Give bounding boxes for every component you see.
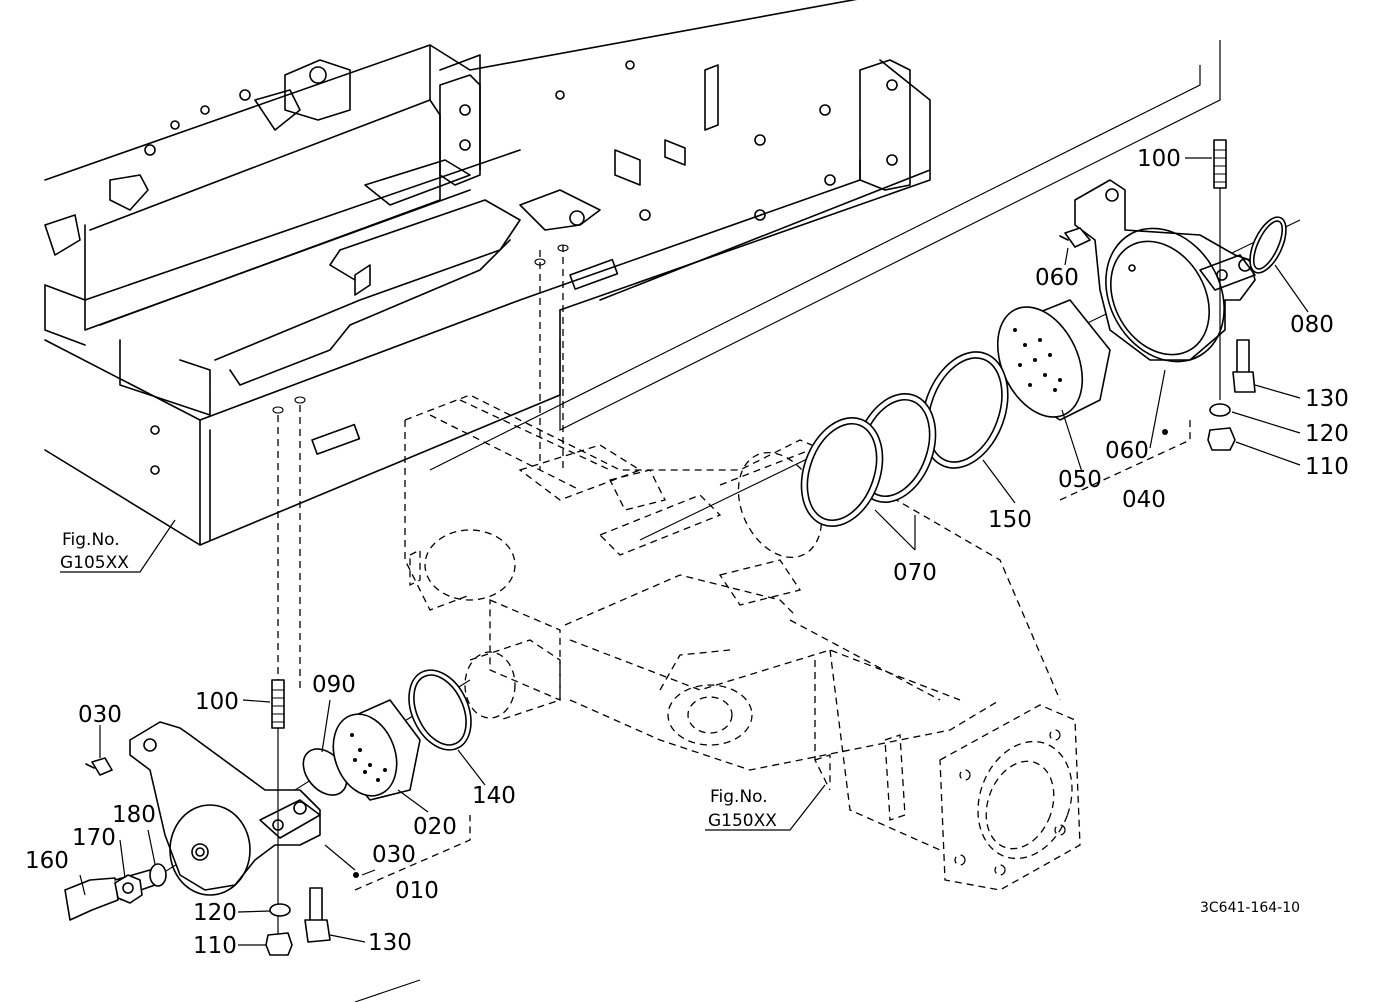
label-060-mid: 060 [1105,438,1149,464]
label-160: 160 [25,848,69,874]
label-120-right: 120 [1305,421,1349,447]
bolt-right [1232,339,1256,393]
label-100-left: 100 [195,689,239,715]
bushing-left [332,699,421,801]
bushing-right [996,299,1111,421]
label-030-left: 030 [78,702,122,728]
fig-ref-axle-label: Fig.No. [710,787,768,807]
fig-ref-axle-number: G150XX [708,811,777,831]
fig-ref-frame: Fig.No. G105XX [60,530,129,573]
label-060-top: 060 [1035,265,1079,291]
grease-nipple-left [85,757,113,776]
label-150: 150 [988,507,1032,533]
label-040: 040 [1122,487,1166,513]
right-pivot-bracket [1074,179,1256,363]
marker-dot-right [1162,429,1168,435]
fig-ref-axle: Fig.No. G150XX [708,787,777,831]
label-130-right: 130 [1305,386,1349,412]
label-080: 080 [1290,312,1334,338]
stud-left [271,679,285,935]
label-170: 170 [72,825,116,851]
shim-070-b [800,416,884,528]
washer-right [1209,403,1231,417]
front-axle-housing [354,394,1081,1002]
label-050: 050 [1058,467,1102,493]
left-pivot-bracket [129,721,321,896]
nut-170 [114,874,143,904]
label-070: 070 [893,560,937,586]
label-110-left: 110 [193,933,237,959]
label-030-mid: 030 [372,842,416,868]
leader-lines [60,157,1309,946]
label-020: 020 [413,814,457,840]
marker-dot-left [353,872,359,878]
label-090: 090 [312,672,356,698]
part-labels: 100 060 080 130 120 110 060 050 040 150 … [25,146,1349,959]
label-120-left: 120 [193,900,237,926]
nut-right [1207,427,1236,451]
label-110-right: 110 [1305,454,1349,480]
washer-left [269,903,291,917]
washer-180 [149,863,167,887]
label-100-top: 100 [1137,146,1181,172]
grease-nipple-right [1059,227,1091,248]
label-010: 010 [395,878,439,904]
o-ring-080 [1249,216,1287,274]
stud-right [1213,139,1227,400]
fig-ref-frame-number: G105XX [60,553,129,573]
fig-ref-frame-label: Fig.No. [62,530,120,550]
bolt-left [304,887,331,943]
seal-ring-150 [921,351,1009,469]
tractor-frame [44,0,931,546]
drawing-code: 3C641-164-10 [1200,900,1300,916]
nut-left [265,932,293,956]
label-130-left: 130 [368,930,412,956]
label-140: 140 [472,783,516,809]
label-180: 180 [112,802,156,828]
